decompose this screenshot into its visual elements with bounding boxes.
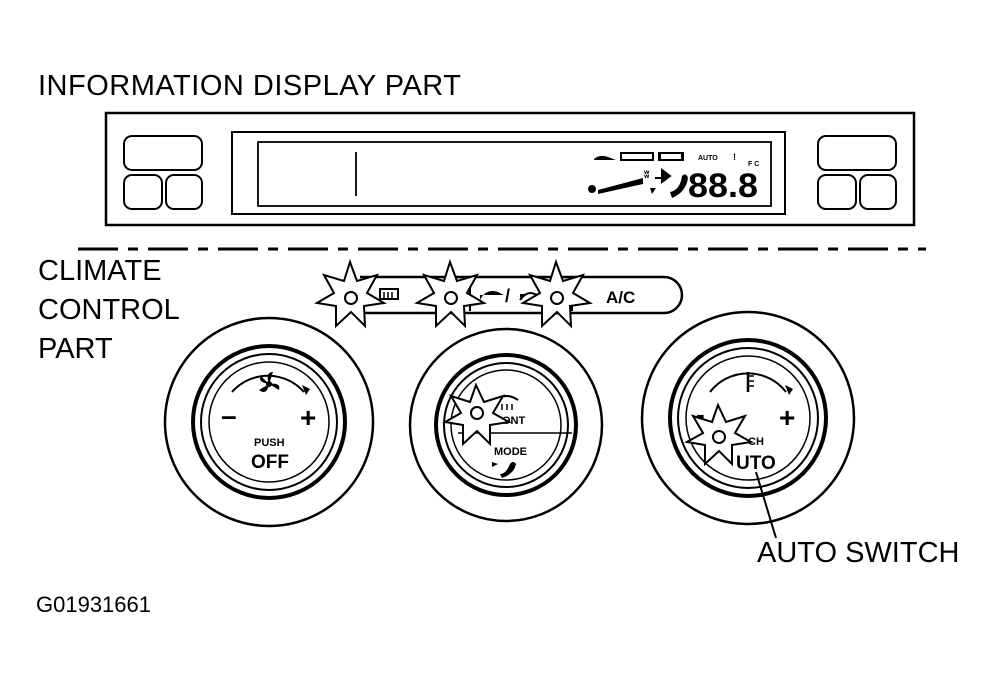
fan-push-label: PUSH: [254, 437, 285, 449]
mode-front-label: ONT: [502, 415, 526, 427]
fan-plus-label: +: [300, 402, 316, 433]
display-right-upper-button: [817, 135, 897, 171]
svg-text:ʬ: ʬ: [644, 170, 650, 181]
svg-text:F C: F C: [748, 161, 759, 168]
temp-minus-label: -: [696, 399, 705, 429]
climate-control-part-label-line3: PART: [38, 333, 113, 365]
display-mode-icons: ʬ: [594, 152, 684, 194]
fan-icon: [259, 372, 280, 392]
temp-switch-label: CH: [748, 436, 764, 448]
auto-switch-callout-label: AUTO SWITCH: [757, 537, 960, 569]
seat-airflow-icon: [670, 174, 688, 198]
svg-text:!: !: [733, 152, 736, 162]
display-left-upper-button: [123, 135, 203, 171]
auto-switch-leader-line: [755, 471, 777, 539]
display-right-lower-left-button: [817, 174, 857, 210]
svg-text:/: /: [505, 286, 510, 306]
indicator-star-2: [414, 258, 487, 329]
top-button-bar: / A/C: [360, 275, 684, 315]
display-right-lower-right-button: [859, 174, 897, 210]
figure-id: G01931661: [36, 592, 151, 617]
fan-minus-label: –: [221, 400, 237, 431]
temp-auto-label: UTO: [736, 453, 776, 474]
display-left-lower-left-button: [123, 174, 163, 210]
information-display-panel: ʬ 88.8 AUTO ! F C: [104, 111, 916, 227]
indicator-star-3: [520, 258, 593, 329]
fan-knob: – + PUSH OFF: [163, 316, 375, 528]
temperature-digits: 88.8: [688, 167, 758, 205]
indicator-star-1: [314, 258, 387, 329]
temp-plus-label: +: [779, 402, 795, 433]
svg-text:AUTO: AUTO: [698, 155, 718, 162]
rear-defrost-icon: [379, 288, 399, 300]
mode-label: MODE: [494, 446, 527, 458]
climate-control-part-label-line1: CLIMATE: [38, 255, 162, 287]
information-display-part-label: INFORMATION DISPLAY PART: [38, 70, 462, 102]
thermometer-icon: [746, 372, 754, 392]
fan-speed-bar-icon: [588, 178, 643, 194]
fan-off-label: OFF: [251, 452, 289, 473]
airflow-mode-icon: [492, 462, 516, 478]
display-screen: [231, 131, 786, 215]
climate-control-part-label-line2: CONTROL: [38, 294, 180, 326]
ac-button-label: A/C: [606, 288, 635, 307]
temperature-knob: - + CH UTO: [640, 310, 856, 526]
mode-knob: ONT MODE: [408, 327, 604, 523]
display-left-lower-right-button: [165, 174, 203, 210]
